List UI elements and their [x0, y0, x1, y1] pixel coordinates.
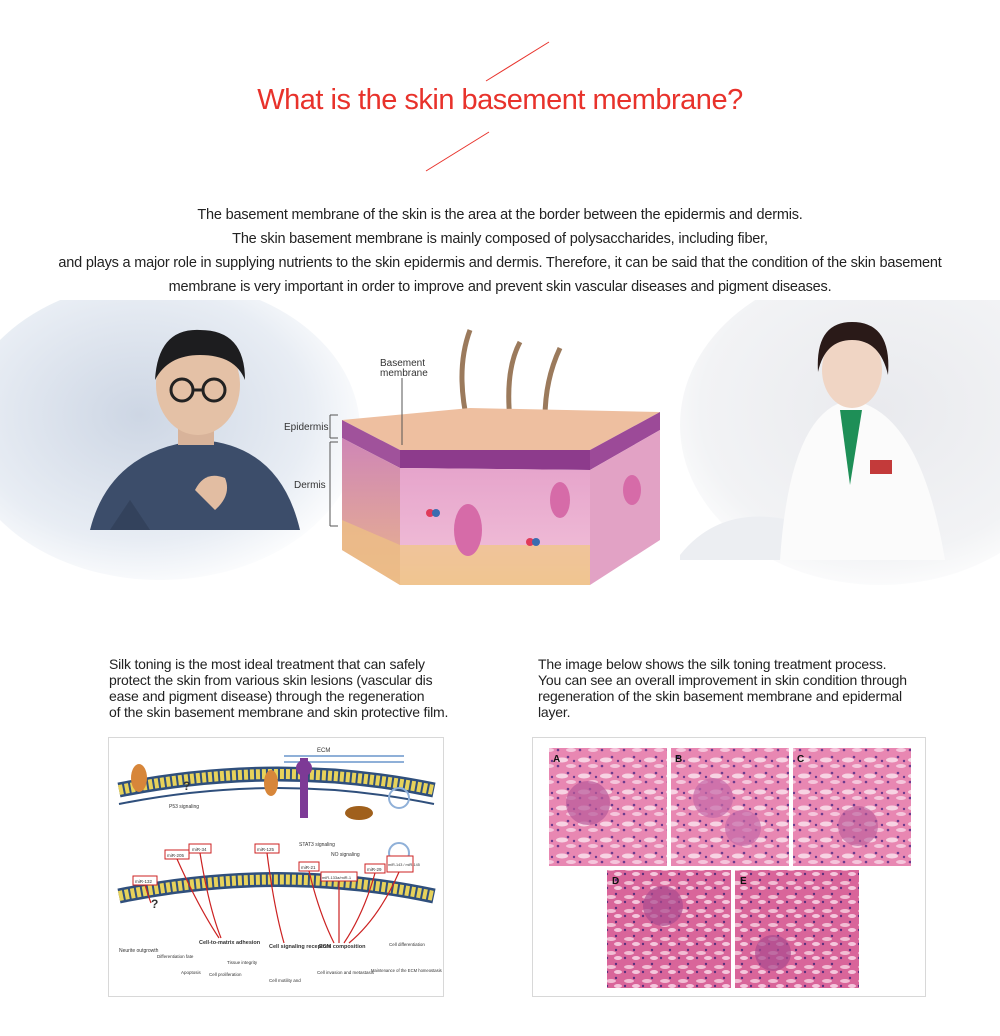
intro-line: The basement membrane of the skin is the…	[197, 207, 803, 223]
mir145: miR-143 / miR-145	[388, 863, 420, 867]
apoptosis-label: Apoptosis	[181, 970, 202, 975]
basement-label-1: Basement	[380, 358, 425, 369]
mir133: miR-133a/miR-1	[322, 875, 352, 880]
left-text-line: of the skin basement membrane and skin p…	[109, 704, 449, 720]
intro-line: membrane is very important in order to i…	[168, 279, 832, 295]
left-text-line: ease and pigment disease) through the re…	[109, 688, 425, 704]
right-text-line: regeneration of the skin basement membra…	[538, 688, 902, 704]
mir125: miR-125	[257, 847, 275, 852]
basement-label-2: membrane	[380, 368, 428, 379]
cell-diff-label: Cell differentiation	[389, 942, 425, 947]
left-text-line: protect the skin from various skin lesio…	[109, 672, 433, 688]
histology-panel: A B C D E	[532, 737, 926, 997]
intro-paragraph: The basement membrane of the skin is the…	[30, 203, 970, 299]
title-decoration	[425, 41, 550, 172]
left-text-line: Silk toning is the most ideal treatment …	[109, 656, 425, 672]
homeostasis-label: Maintenance of the ECM homeostasis	[371, 968, 442, 973]
receptors-label: Cell signaling receptors	[269, 944, 331, 950]
right-text-line: You can see an overall improvement in sk…	[538, 672, 907, 688]
mir205: miR-205	[167, 853, 185, 858]
epidermis-label: Epidermis	[284, 422, 328, 433]
mir29: miR-29	[367, 867, 382, 872]
doctor-right-photo	[680, 300, 1000, 585]
hero-illustration: Basement membrane Epidermis Dermis	[0, 300, 1000, 585]
no-label: NO signaling	[331, 852, 360, 858]
question-mark: ?	[183, 779, 190, 793]
doctor-left-photo	[0, 300, 360, 580]
intro-line: The skin basement membrane is mainly com…	[232, 231, 768, 247]
histology-label-d: D	[612, 876, 619, 887]
neurite-label: Neurite outgrowth	[119, 948, 159, 954]
mir21: miR-21	[301, 865, 316, 870]
stat3-label: STAT3 signaling	[299, 842, 335, 848]
motility-label: Cell motility and	[269, 978, 301, 983]
tissue-label: Tissue integrity	[227, 960, 258, 965]
intro-line: and plays a major role in supplying nutr…	[58, 255, 942, 271]
ecm-label: ECM	[317, 748, 330, 754]
adhesion-label: Cell-to-matrix adhesion	[199, 940, 261, 946]
diff-fate-label: Differentiation fate	[157, 954, 194, 959]
invasion-label: Cell invasion and metastasis	[317, 970, 375, 975]
histology-images: A B C D E	[549, 748, 911, 988]
right-text-line: The image below shows the silk toning tr…	[538, 656, 887, 672]
p53-label: P53 signaling	[169, 804, 199, 810]
pathway-diagram-panel: ECM P53 signaling STAT3 signaling NO sig…	[108, 737, 444, 997]
right-text-line: layer.	[538, 704, 571, 720]
pathway-diagram: ECM P53 signaling STAT3 signaling NO sig…	[117, 748, 442, 983]
dermis-label: Dermis	[294, 480, 326, 491]
ecm-composition-label: ECM composition	[319, 944, 366, 950]
left-column-text: Silk toning is the most ideal treatment …	[109, 656, 489, 720]
histology-label-e: E	[740, 876, 747, 887]
histology-label-a: A	[553, 754, 560, 765]
right-column-text: The image below shows the silk toning tr…	[538, 656, 938, 720]
histology-label-c: C	[797, 754, 804, 765]
page-title: What is the skin basement membrane?	[257, 84, 743, 116]
skin-cross-section	[329, 329, 660, 585]
question-mark: ?	[151, 897, 158, 911]
mir132: miR-132	[135, 879, 153, 884]
histology-label-b: B	[675, 754, 682, 765]
mir34: miR-34	[192, 847, 207, 852]
proliferation-label: Cell proliferation	[209, 972, 242, 977]
